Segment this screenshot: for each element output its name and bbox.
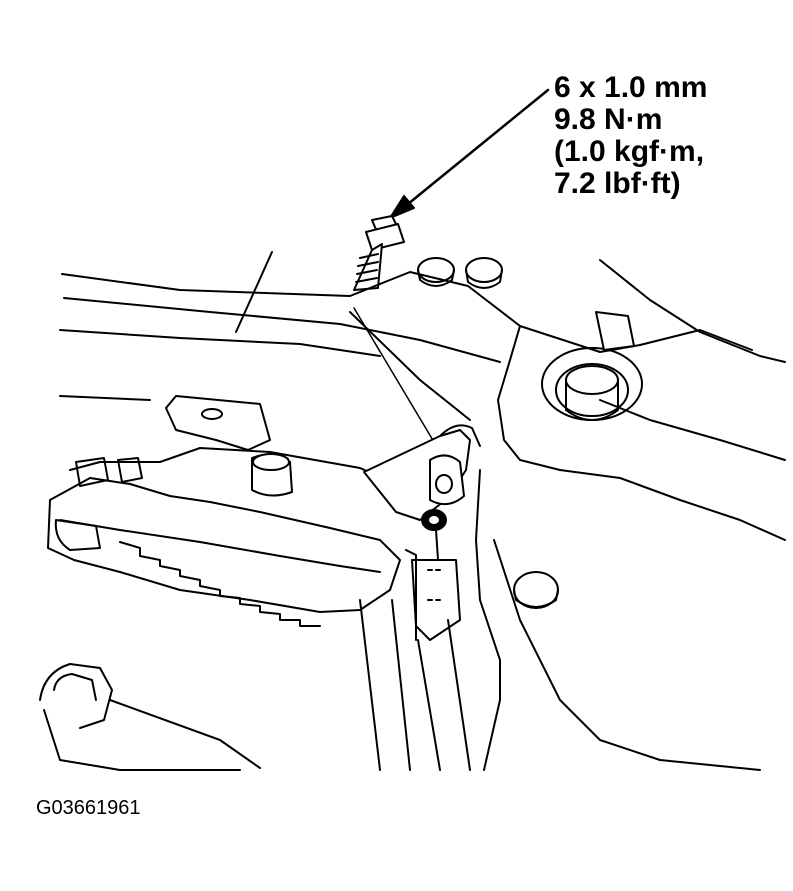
figure-code: G03661961	[36, 797, 141, 819]
flange-bolt	[353, 215, 405, 291]
mounting-boss	[541, 311, 643, 421]
alignment-line	[353, 307, 441, 453]
bolt-size-label: 6 x 1.0 mm	[554, 71, 708, 104]
torque-kgf-label: (1.0 kgf·m,	[554, 135, 705, 168]
torque-specification: 6 x 1.0 mm 9.8 N·m (1.0 kgf·m, 7.2 lbf·f…	[554, 72, 707, 200]
frame-members	[359, 469, 761, 771]
hose-fitting	[39, 663, 261, 771]
sensor-harness	[363, 424, 481, 641]
bracket-assembly	[47, 395, 401, 627]
torque-nm-label: 9.8 N·m	[554, 103, 663, 136]
mounting-holes	[417, 257, 503, 289]
body-plug	[513, 571, 559, 609]
torque-lbf-label: 7.2 lbf·ft)	[554, 167, 681, 200]
body-panel	[59, 251, 786, 541]
leader-arrow	[389, 88, 550, 219]
